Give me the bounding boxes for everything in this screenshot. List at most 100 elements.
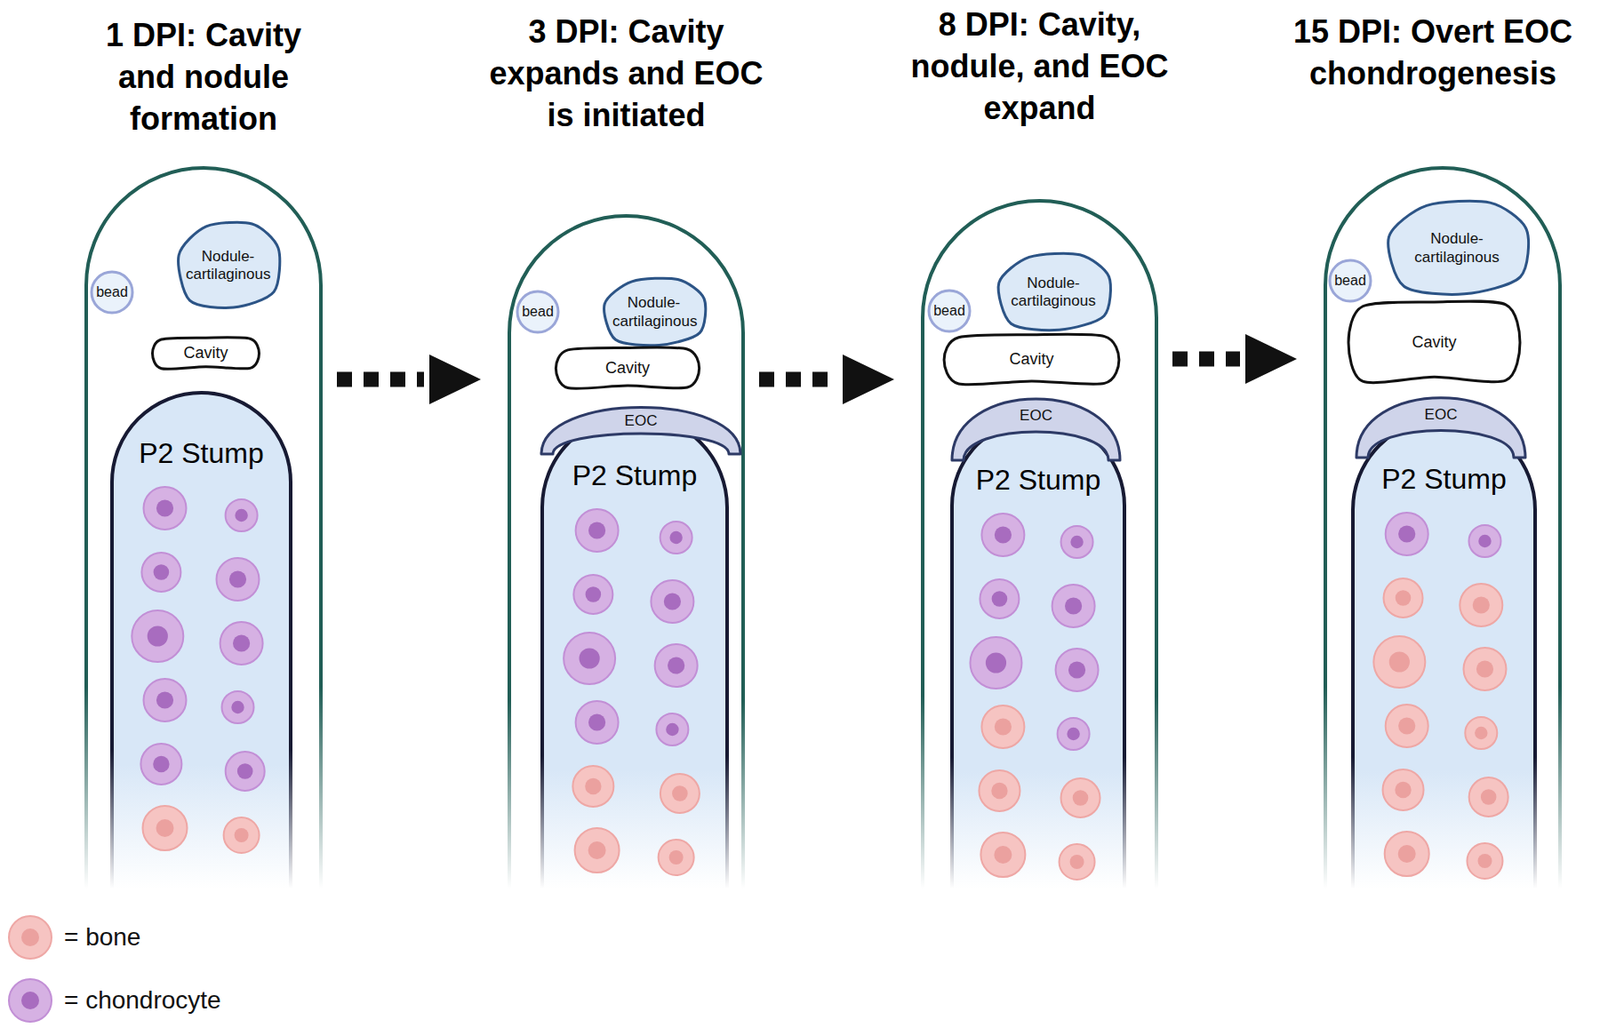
bone-cell [1061,778,1101,818]
arrow-dashes [759,372,838,388]
legend-label: = bone [64,923,141,952]
cavity-shape: Cavity [1344,299,1524,386]
legend-swatch-icon [7,977,54,1024]
cell-body [978,770,1020,812]
bone-cell [1464,717,1497,750]
stump-label: P2 Stump [950,464,1127,497]
cell-nucleus [234,509,248,522]
cell-body [140,744,182,785]
cell-body [1384,578,1424,618]
digit-outline-path [86,168,321,889]
arrow-dashes [1172,352,1240,368]
bead-circle-path [928,290,970,332]
cell-nucleus [153,564,170,581]
digit-outline: 3 DPI: Cavity expands and EOC is initiat… [507,214,745,889]
panel-title: 8 DPI: Cavity, nodule, and EOC expand [897,3,1183,129]
cell-body [1383,769,1424,811]
chondrocyte-cell [141,552,181,592]
bead-circle: bead [927,288,972,334]
arrow-head [429,354,481,405]
cell-body [222,691,255,724]
cavity-label: Cavity [1008,350,1054,370]
bone-cell [224,817,260,854]
cell-nucleus [992,591,1008,608]
bead-circle-path [91,272,133,313]
bead-label: bead [1334,272,1367,289]
legend-swatch [8,979,52,1023]
stump-label: P2 Stump [1351,463,1537,496]
cell-nucleus [237,763,254,780]
chondrocyte-cell [573,575,613,615]
digit-outline-path [509,216,744,889]
cavity-path [555,347,699,389]
cell-nucleus [985,652,1007,673]
cell-nucleus [994,718,1012,736]
bone-cell [1466,843,1503,880]
bone-cell [660,774,700,814]
stump-label: P2 Stump [110,437,293,471]
cell-body [980,832,1025,878]
cell-body [979,579,1019,619]
chondrocyte-cell [140,744,182,785]
cavity-shape: Cavity [552,346,703,391]
cell-nucleus [1472,596,1490,614]
legend-swatch-nucleus [21,928,40,947]
bone-cell [575,828,620,873]
cell-nucleus [588,713,606,731]
eoc-crescent: EOC [1353,388,1528,458]
eoc-label: EOC [1353,400,1528,430]
nodule-label: Nodule- cartilaginous [1393,230,1520,267]
cavity-shape: Cavity [940,333,1123,387]
legend-entry: = chondrocyte [7,977,222,1024]
bone-cell [1463,648,1506,691]
arrow-head [1245,334,1297,384]
cell-body [1459,584,1503,627]
cavity-path [944,334,1120,385]
arrow-head [842,354,895,405]
cell-nucleus [1477,854,1492,869]
bone-cell [981,705,1024,749]
legend-swatch-nucleus [21,992,40,1010]
cell-body [573,575,613,615]
cell-nucleus [147,625,168,647]
cell-body [656,713,688,746]
p2-stump: P2 Stump [1351,416,1537,889]
cavity-label: Cavity [1411,333,1456,353]
cell-body [225,752,265,792]
chondrocyte-cell [1057,718,1090,751]
cell-nucleus [231,701,244,714]
chondrocyte-cell [131,610,184,663]
cell-body [131,610,184,663]
bone-cell [1373,636,1425,688]
cartilaginous-nodule: Nodule- cartilaginous [173,222,283,310]
chondrocyte-cell [1056,648,1099,692]
chondrocyte-cell [655,644,698,688]
cell-body [660,521,693,554]
cell-body [1463,648,1506,691]
nodule-path [178,222,280,308]
digit-outline: 15 DPI: Overt EOC chondrogenesisbeadNodu… [1323,166,1562,889]
chondrocyte-cell [225,752,265,792]
cell-nucleus [588,841,607,860]
chondrocyte-cell [650,580,694,624]
cell-nucleus [585,586,602,603]
chondrocyte-cell [1061,526,1094,559]
bone-cell [980,832,1025,878]
cell-nucleus [993,846,1012,864]
chondrocyte-cell [576,701,619,744]
digit-outline-path [1325,168,1560,889]
cell-nucleus [1398,845,1416,864]
cell-nucleus [669,850,684,865]
cavity-label: Cavity [605,359,650,379]
cell-nucleus [156,691,174,709]
bead-label: bead [933,302,966,320]
chondrocyte-cell [220,622,264,665]
chondrocyte-cell [144,487,187,530]
chondrocyte-cell [1052,584,1096,628]
legend-swatch [8,916,52,960]
p2-stump: P2 Stump [110,391,293,889]
cell-nucleus [588,521,606,539]
cell-body [216,558,260,601]
cell-group [969,513,1100,880]
chondrocyte-cell [1385,512,1429,556]
